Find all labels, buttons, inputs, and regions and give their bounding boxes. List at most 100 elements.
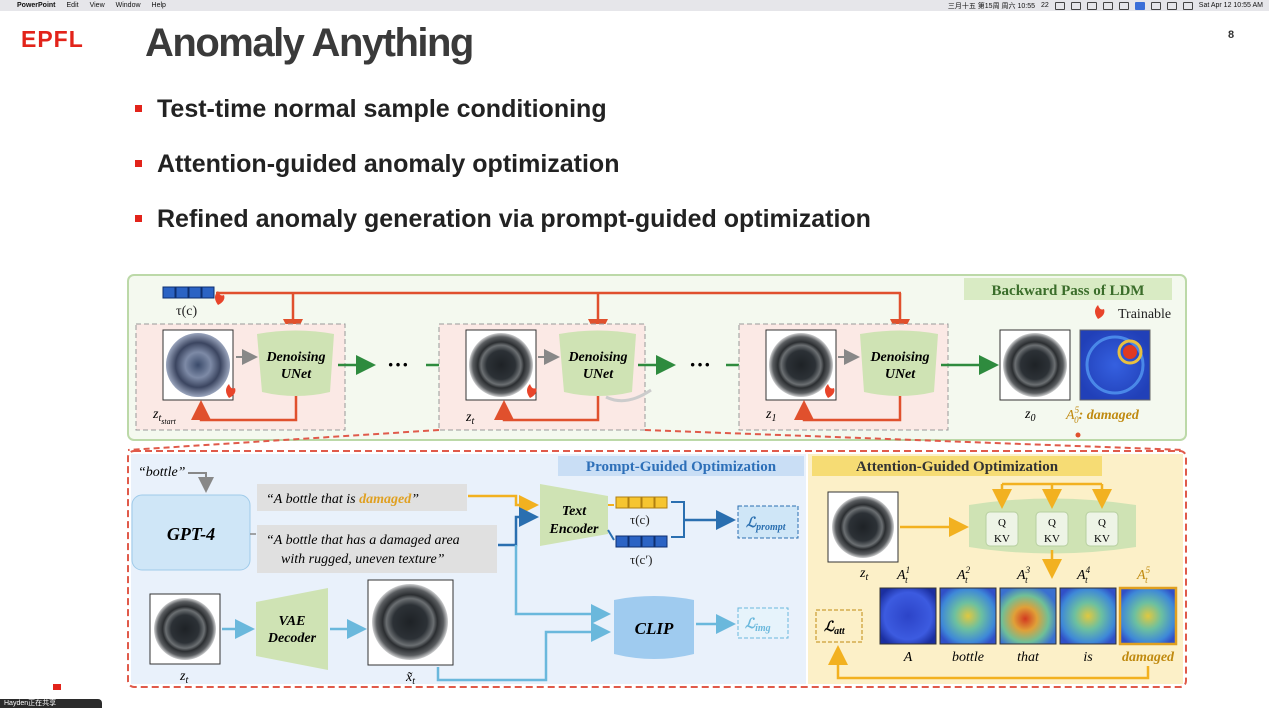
prompt-guided-title: Prompt-Guided Optimization <box>586 459 777 475</box>
latent-0-image <box>1003 333 1067 397</box>
trainable-label: Trainable <box>1118 307 1171 322</box>
gpt4-block <box>131 494 251 571</box>
attention-map-word: bottle <box>952 650 984 665</box>
latent-t-image <box>469 333 533 397</box>
slide-marker <box>53 684 61 690</box>
loss-prompt-label: ℒprompt <box>746 516 787 533</box>
wifi-icon[interactable] <box>1150 1 1161 10</box>
fire-icon <box>226 384 236 398</box>
menu-datetime[interactable]: Sat Apr 12 10:55 AM <box>1198 2 1263 9</box>
z-t-label: zt <box>179 669 188 686</box>
attention-map-final <box>1079 329 1151 401</box>
noisy-latent-image <box>166 333 230 397</box>
attention-map-word: is <box>1083 650 1093 665</box>
chat-icon[interactable] <box>1118 1 1129 10</box>
bullet-text: Attention-guided anomaly optimization <box>157 150 620 178</box>
z-t-label: zt <box>465 410 474 427</box>
tau-c-prime-label: τ(c′) <box>630 552 653 567</box>
menu-view[interactable]: View <box>89 2 105 9</box>
prompt-guided-title-bg <box>558 456 804 476</box>
prompt-text-short: “A bottle that is damaged” <box>266 492 419 507</box>
status-icon[interactable] <box>1054 1 1065 10</box>
menu-app-name[interactable]: PowerPoint <box>17 2 56 9</box>
bullet-item: Refined anomaly generation via prompt-gu… <box>135 202 871 257</box>
z-start-label: ztstart <box>152 407 177 426</box>
page-number: 8 <box>1228 29 1235 41</box>
tau-c-prime-embedding <box>615 535 668 548</box>
attention-map-word: A <box>903 650 913 665</box>
text-encoder-label: Encoder <box>549 522 600 537</box>
tau-c-embedding <box>162 286 215 299</box>
bullet-square-icon <box>135 105 142 112</box>
qkv-block: Q KV <box>1035 511 1069 547</box>
z-0-label: z0 <box>1024 407 1035 424</box>
menu-edit[interactable]: Edit <box>66 2 79 9</box>
attention-map-word: that <box>1017 650 1040 665</box>
notification-badge[interactable]: 22 <box>1040 2 1049 9</box>
prompt-box-short <box>257 484 467 511</box>
menu-help[interactable]: Help <box>151 2 166 9</box>
clip-block <box>614 596 694 659</box>
unet-label: Denoising <box>567 350 627 365</box>
unet-block <box>860 330 938 396</box>
input-method-icon[interactable] <box>1134 1 1145 10</box>
menu-bar: PowerPoint Edit View Window Help 三月十五 第1… <box>0 0 1269 11</box>
attention-map-word: damaged <box>1122 650 1175 665</box>
unet-block <box>559 330 636 396</box>
fire-icon <box>1095 305 1105 319</box>
vae-decoder-label: VAE <box>279 614 306 629</box>
bullet-text: Test-time normal sample conditioning <box>157 95 607 123</box>
input-latent-image <box>154 598 216 660</box>
attention-input-image <box>832 496 894 558</box>
backward-pass-title-bg <box>964 278 1172 300</box>
calendar-status[interactable]: 三月十五 第15周 周六 10:55 <box>947 2 1035 10</box>
text-encoder-block <box>540 484 608 546</box>
bullet-list: Test-time normal sample conditioning Att… <box>135 92 871 257</box>
unet-label: UNet <box>885 367 916 382</box>
battery-icon[interactable] <box>1166 1 1177 10</box>
unet-label: UNet <box>583 367 614 382</box>
ellipsis: ··· <box>387 352 409 377</box>
status-icon[interactable] <box>1070 1 1081 10</box>
bullet-item: Attention-guided anomaly optimization <box>135 147 871 202</box>
screen-share-bar[interactable]: Hayden正在共享 <box>0 699 102 708</box>
latent-1-image <box>769 333 833 397</box>
fire-icon <box>215 291 225 305</box>
vae-decoder-block <box>256 588 328 670</box>
menu-window[interactable]: Window <box>115 2 141 9</box>
bullet-square-icon <box>135 215 142 222</box>
prompt-text-long: “A bottle that has a damaged area <box>266 533 460 548</box>
svg-text:Q: Q <box>998 517 1006 529</box>
unet-label: Denoising <box>265 350 325 365</box>
vae-decoder-label: Decoder <box>267 631 317 646</box>
bullet-square-icon <box>135 160 142 167</box>
status-icon[interactable] <box>1086 1 1097 10</box>
backward-pass-title: Backward Pass of LDM <box>992 283 1145 299</box>
loss-img-box <box>737 607 789 639</box>
attention-guided-title-bg <box>812 456 1102 476</box>
fire-icon <box>825 384 835 398</box>
ellipsis: ··· <box>689 352 711 377</box>
control-center-icon[interactable] <box>1182 1 1193 10</box>
tau-c-embedding <box>615 496 668 509</box>
bullet-text: Refined anomaly generation via prompt-gu… <box>157 205 871 233</box>
z-1-label: z1 <box>765 407 776 424</box>
clip-label: CLIP <box>635 619 674 638</box>
svg-text:KV: KV <box>1094 533 1110 545</box>
unet-block <box>257 330 334 396</box>
slide-title: Anomaly Anything <box>145 21 474 65</box>
loss-att-label: ℒatt <box>824 620 846 637</box>
search-icon[interactable] <box>1102 1 1113 10</box>
svg-text:Q: Q <box>1048 517 1056 529</box>
qkv-block: Q KV <box>985 511 1019 547</box>
